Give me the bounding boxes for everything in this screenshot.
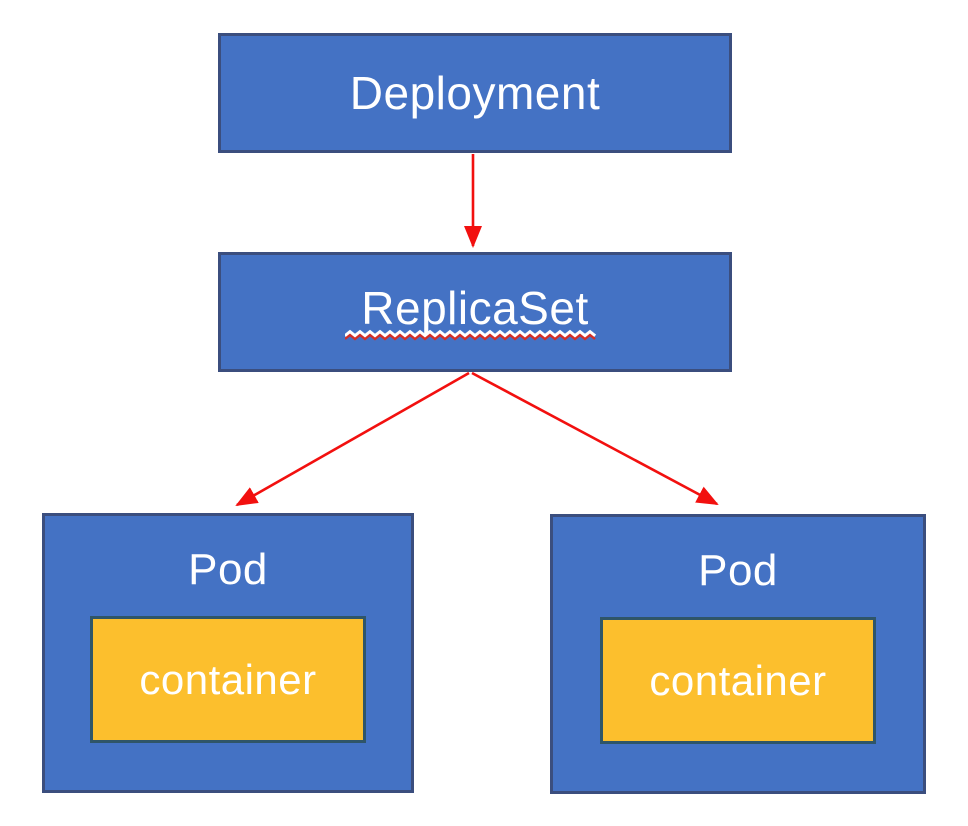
deployment-node: Deployment bbox=[218, 33, 732, 153]
container-node-2: container bbox=[600, 617, 876, 745]
spellcheck-squiggle-icon bbox=[345, 329, 597, 341]
deployment-label: Deployment bbox=[349, 67, 601, 119]
pod-label: Pod bbox=[188, 545, 268, 594]
arrow-replicaset-to-pod-1 bbox=[235, 371, 470, 507]
container-label: container bbox=[139, 655, 317, 703]
container-label: container bbox=[649, 656, 827, 704]
pod-label: Pod bbox=[698, 546, 778, 595]
replicaset-node: ReplicaSet bbox=[218, 252, 732, 372]
container-node-1: container bbox=[90, 616, 366, 744]
replicaset-label: ReplicaSet bbox=[361, 282, 589, 334]
pod-node-1: Pod container bbox=[42, 513, 414, 793]
arrow-replicaset-to-pod-2 bbox=[471, 371, 719, 506]
replicaset-label-wrap: ReplicaSet bbox=[345, 281, 605, 343]
pod-node-2: Pod container bbox=[550, 514, 926, 794]
